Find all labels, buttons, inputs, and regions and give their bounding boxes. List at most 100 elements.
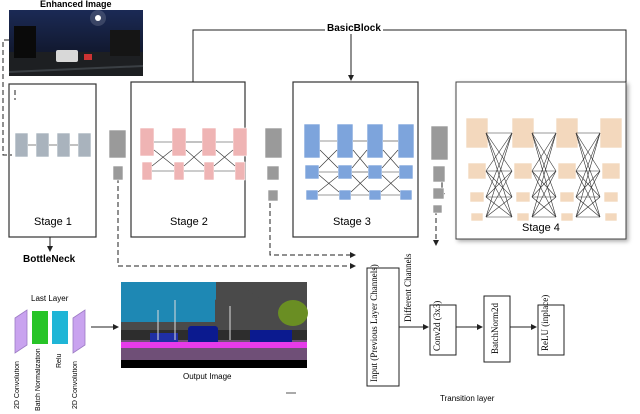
- transition-block: [267, 189, 279, 202]
- fusion-line: [351, 149, 368, 169]
- fusion-line: [485, 132, 513, 218]
- stage3-block: [368, 189, 382, 201]
- stage4-block: [555, 117, 579, 149]
- fusion-line: [575, 132, 601, 218]
- transition-block: [432, 204, 443, 214]
- fusion-line: [153, 149, 175, 167]
- fusion-line: [183, 149, 203, 167]
- transition-block: [266, 165, 280, 181]
- last-conv2-label: 2D Convolution: [72, 361, 79, 409]
- transition-feature-blocks: [108, 125, 449, 214]
- different-channels-label: Different Channels: [403, 253, 413, 322]
- bottleneck-label: BottleNeck: [23, 254, 76, 265]
- stage4-block: [469, 191, 485, 203]
- fusion-line: [380, 175, 400, 193]
- stage4-block: [560, 212, 574, 222]
- relu-block: [537, 304, 565, 356]
- transition-layer-panel: [366, 267, 565, 387]
- stage1-block: [77, 132, 92, 158]
- stage3-label: Stage 3: [333, 216, 371, 228]
- stage3-block: [398, 164, 414, 180]
- transition-block: [432, 165, 446, 183]
- batchnorm-block-label: BatchNorm2d: [490, 303, 500, 355]
- stage3-block: [305, 189, 319, 201]
- fusion-line: [350, 175, 369, 193]
- fusion-line: [531, 132, 557, 172]
- fusion-line: [213, 149, 234, 167]
- input-block-label: Input (Previous Layer Channels): [369, 264, 379, 382]
- stage2-block: [201, 127, 217, 157]
- fusion-line: [351, 174, 370, 193]
- fusion-line: [575, 170, 601, 218]
- fusion-line: [318, 149, 338, 169]
- stage3-block: [399, 189, 413, 201]
- fusion-line: [382, 149, 400, 169]
- dashed-flow-paths: [2, 39, 439, 269]
- stage3-box: [292, 81, 419, 238]
- stage1-block: [35, 132, 50, 158]
- stage1-box: [8, 83, 97, 238]
- stage4-block: [516, 212, 530, 222]
- stage4-block: [559, 191, 575, 203]
- last-conv1-block: [14, 309, 28, 354]
- stage3-block: [304, 164, 320, 180]
- fusion-line: [485, 170, 513, 198]
- last-bn-label: Batch Normalization: [35, 348, 42, 411]
- fusion-line: [531, 170, 557, 198]
- stage4-label: Stage 4: [522, 222, 560, 234]
- basicblock-label: BasicBlock: [325, 23, 383, 34]
- fusion-line: [485, 132, 513, 198]
- stage1-label: Stage 1: [34, 216, 72, 228]
- stage2-block: [232, 127, 248, 157]
- last-bn-block: [32, 311, 48, 344]
- last-layer-blocks: [14, 309, 119, 354]
- enhanced-image-label: Enhanced Image: [40, 0, 112, 9]
- last-relu-block: [52, 311, 68, 344]
- fusion-line: [485, 196, 513, 218]
- fusion-line: [381, 149, 399, 169]
- basicblock-brackets: [192, 29, 627, 82]
- fusion-line: [151, 149, 173, 167]
- stage1-block: [56, 132, 71, 158]
- transition-block: [108, 129, 127, 159]
- fusion-line: [215, 149, 236, 167]
- conv2d-block: [429, 304, 457, 356]
- fusion-line: [317, 175, 339, 193]
- stage2-block: [141, 161, 153, 181]
- stage4-block: [467, 162, 487, 180]
- transition-block: [112, 165, 124, 181]
- transition-block: [264, 127, 283, 159]
- stage2-block: [234, 161, 246, 181]
- fusion-line: [319, 149, 339, 169]
- stage3-block: [366, 123, 384, 159]
- stage4-feature-blocks: [465, 117, 623, 222]
- stage2-feature-blocks: [139, 127, 248, 181]
- stage2-block: [203, 161, 215, 181]
- stage3-block: [337, 164, 353, 180]
- stage4-block: [511, 117, 535, 149]
- output-segmentation-image: [121, 282, 308, 368]
- conv2d-block-label: Conv2d (3x3): [432, 300, 442, 351]
- stage3-block: [303, 123, 321, 159]
- stage3-block: [338, 189, 352, 201]
- fusion-line: [531, 132, 557, 218]
- transition-block: [430, 125, 449, 161]
- stage2-block: [173, 161, 185, 181]
- enhanced-image-photo: [8, 10, 144, 76]
- fusion-line: [575, 196, 601, 218]
- stage2-block: [171, 127, 187, 157]
- stage3-block: [397, 123, 415, 159]
- stage4-block: [601, 162, 621, 180]
- stage2-box: [130, 81, 246, 238]
- stage3-feature-blocks: [303, 123, 415, 201]
- last-conv1-label: 2D Convolution: [14, 361, 21, 409]
- fusion-line: [531, 132, 557, 198]
- fusion-line: [185, 149, 205, 167]
- fusion-line: [575, 170, 601, 198]
- fusion-line: [531, 170, 557, 218]
- fusion-line: [485, 132, 513, 172]
- output-image-label: Output Image: [183, 372, 232, 381]
- stage4-block: [557, 162, 577, 180]
- stage4-block: [470, 212, 484, 222]
